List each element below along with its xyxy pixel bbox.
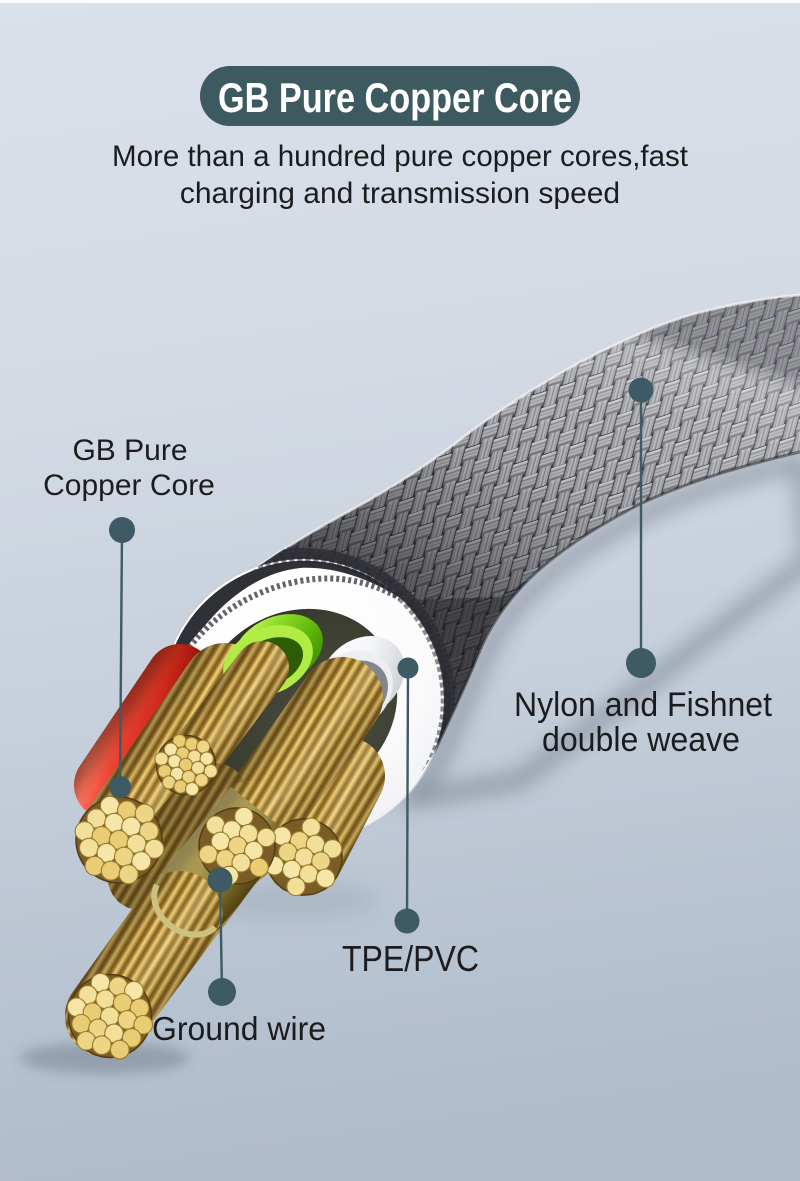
svg-text:TPE/PVC: TPE/PVC <box>342 938 479 979</box>
svg-text:Ground wire: Ground wire <box>152 1010 326 1047</box>
svg-text:Copper Core: Copper Core <box>43 469 215 502</box>
svg-text:Nylon and Fishnet: Nylon and Fishnet <box>514 686 773 724</box>
svg-text:charging and transmission spee: charging and transmission speed <box>180 177 620 210</box>
svg-text:GB Pure: GB Pure <box>72 434 187 467</box>
svg-text:GB Pure Copper Core: GB Pure Copper Core <box>218 74 572 121</box>
svg-text:More than a hundred pure coppe: More than a hundred pure copper cores,fa… <box>112 140 689 173</box>
svg-text:double weave: double weave <box>542 721 740 759</box>
